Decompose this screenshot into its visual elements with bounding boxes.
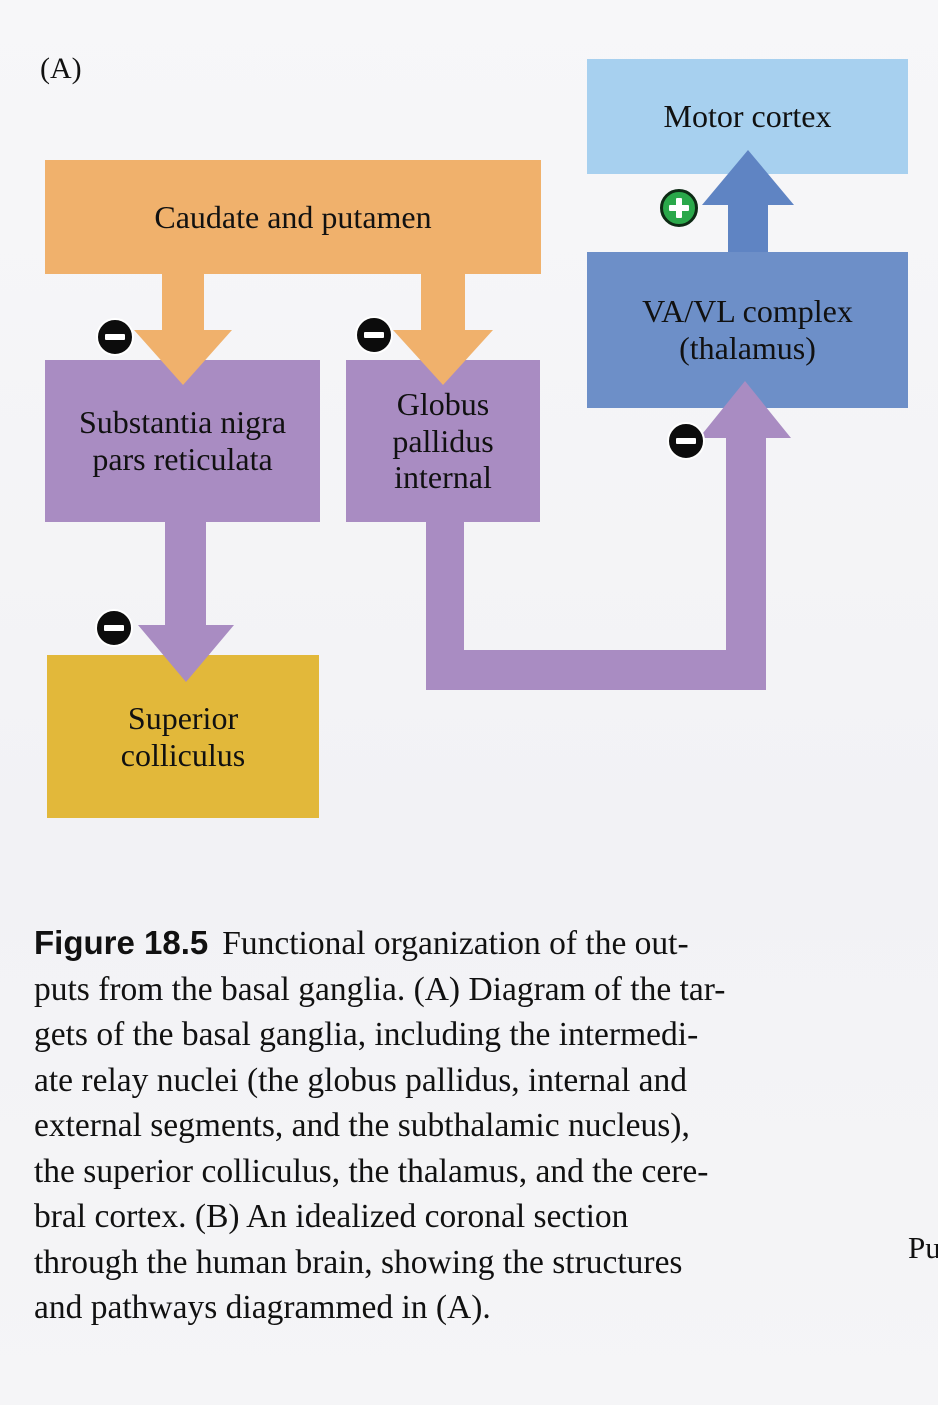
superior-colliculus-box: Superior colliculus bbox=[47, 655, 319, 818]
va-vl-complex-box: VA/VL complex (thalamus) bbox=[587, 252, 908, 408]
caption-line-7: bral cortex. (B) An idealized coronal se… bbox=[34, 1198, 629, 1235]
caption-line-6: the superior colliculus, the thalamus, a… bbox=[34, 1152, 709, 1190]
caption-text-1: Functional organization of the out- bbox=[222, 925, 689, 962]
snpr-to-colliculus-arrow bbox=[138, 522, 234, 682]
substantia-nigra-box: Substantia nigra pars reticulata bbox=[45, 360, 320, 522]
caption-line-9: and pathways diagrammed in (A). bbox=[34, 1289, 491, 1326]
caudate-putamen-box: Caudate and putamen bbox=[45, 160, 541, 274]
panel-label: (A) bbox=[40, 52, 82, 85]
pathway-arrows bbox=[134, 150, 794, 690]
caption-line-4: ate relay nuclei (the globus pallidus, i… bbox=[34, 1061, 688, 1099]
caption-line-5: external segments, and the subthalamic n… bbox=[34, 1107, 690, 1144]
globus-pallidus-box: Globus pallidus internal bbox=[346, 360, 540, 522]
figure-caption: Figure 18.5 Functional organization of th… bbox=[34, 920, 894, 1331]
inhibitory-sign-snpr-colliculus bbox=[95, 609, 133, 647]
motor-cortex-box: Motor cortex bbox=[587, 59, 908, 174]
figure-label: Figure 18.5 bbox=[34, 924, 209, 961]
caudate-to-gpi-arrow bbox=[393, 274, 493, 385]
inhibitory-sign-gpi-thalamus bbox=[667, 422, 705, 460]
excitatory-sign-thalamus-cortex bbox=[660, 189, 698, 227]
margin-text-fragment: Pu bbox=[908, 1230, 938, 1265]
inhibitory-sign-caudate-gpi bbox=[355, 316, 393, 354]
caption-line-8: through the human brain, showing the str… bbox=[34, 1243, 683, 1281]
thalamus-to-cortex-arrow bbox=[702, 150, 794, 252]
caudate-to-snpr-arrow bbox=[134, 274, 232, 385]
inhibitory-sign-caudate-snpr bbox=[96, 318, 134, 356]
gpi-to-thalamus-arrow bbox=[426, 381, 791, 690]
caption-line-3: gets of the basal ganglia, including the… bbox=[34, 1016, 699, 1053]
caption-line-2: puts from the basal ganglia. (A) Diagram… bbox=[34, 970, 726, 1008]
caption-line-1: Figure 18.5 Functional organization of th… bbox=[34, 920, 894, 967]
